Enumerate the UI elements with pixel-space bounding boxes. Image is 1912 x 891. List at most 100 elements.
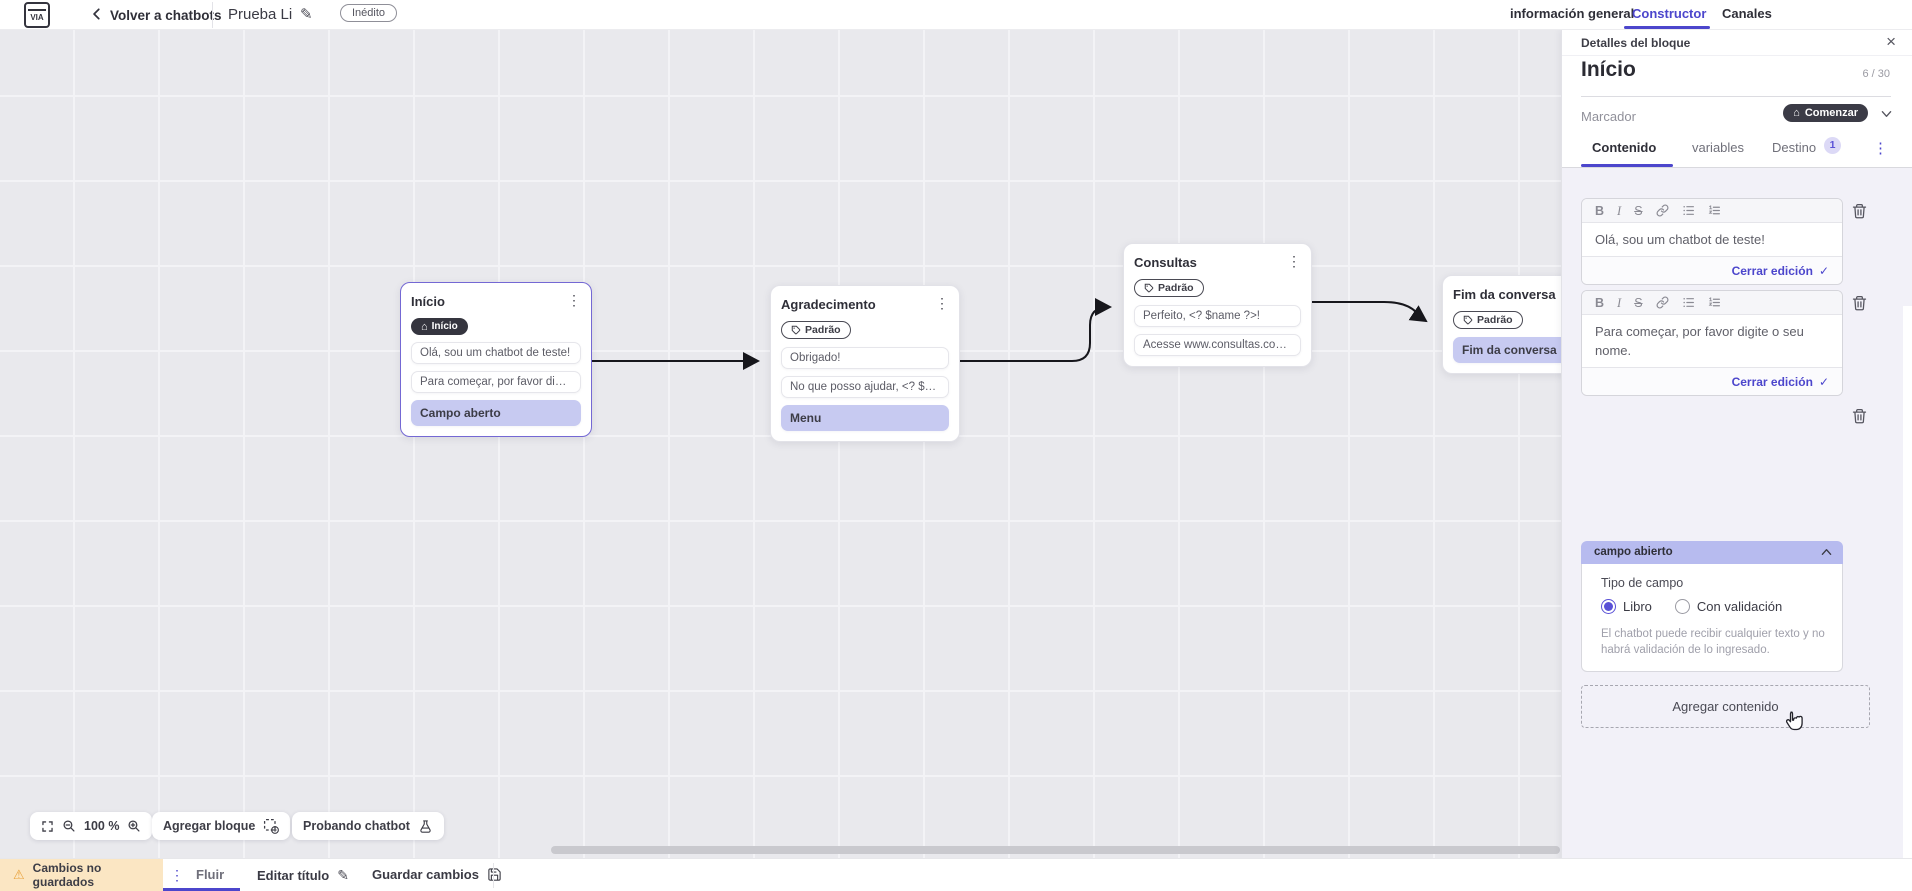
back-chevron-icon[interactable] [90,7,104,21]
message-editor-1: B I S Olá, sou um chatbot de teste! Cerr… [1581,198,1843,285]
italic-icon[interactable]: I [1617,203,1622,218]
close-edit-button[interactable]: Cerrar edición [1731,374,1813,389]
link-icon[interactable] [1656,296,1669,309]
zoom-controls: 100 % [30,812,153,840]
active-tab-underline [1624,26,1710,29]
node-badge-padrao: Padrão [1453,311,1523,329]
add-content-button[interactable]: Agregar contenido [1581,685,1870,728]
flow-tab-underline [163,888,240,891]
strikethrough-icon[interactable]: S [1634,203,1643,218]
fullscreen-icon[interactable] [41,820,54,833]
chevron-up-icon[interactable] [1821,548,1832,556]
node-badge-padrao: Padrão [1134,279,1204,297]
editor-text[interactable]: Olá, sou um chatbot de teste! [1595,232,1765,247]
panel-active-tab-underline [1581,164,1673,167]
node-item-open-field[interactable]: Campo aberto [411,400,581,426]
topbar-divider [212,2,213,28]
zoom-level: 100 % [84,819,120,833]
delete-content-icon[interactable] [1851,407,1868,425]
block-title-input[interactable]: Início [1581,58,1636,81]
bold-icon[interactable]: B [1595,295,1605,310]
editor-text[interactable]: Para começar, por favor digite o seu nom… [1595,324,1804,358]
node-title: Agradecimento [781,297,876,312]
marker-value-pill[interactable]: ⌂ Comenzar [1783,104,1868,122]
horizontal-scrollbar[interactable] [551,846,1560,854]
save-changes-button[interactable]: Guardar cambios [372,867,502,882]
node-menu-icon[interactable]: ⋮ [1287,253,1301,269]
marker-label: Marcador [1581,109,1636,124]
radio-con-validacion[interactable] [1674,599,1690,614]
close-icon[interactable]: × [1886,32,1896,51]
node-item-end-conversation[interactable]: Fim da conversa [1453,337,1561,363]
node-item-message[interactable]: Obrigado! [781,347,949,369]
flow-node-consultas[interactable]: Consultas ⋮ Padrão Perfeito, <? $name ?>… [1123,243,1312,367]
top-bar: VIA Volver a chatbots Prueba Li ✎ Inédit… [0,0,1912,30]
italic-icon[interactable]: I [1617,295,1622,310]
status-badge: Inédito [340,4,398,22]
link-icon[interactable] [1656,204,1669,217]
add-block-icon [264,818,280,834]
edge-consultas-fim [1311,301,1428,323]
radio-con-validacion-label[interactable]: Con validación [1696,599,1783,614]
bullet-list-icon[interactable] [1682,204,1695,217]
panel-tabs-border [1562,167,1912,168]
strikethrough-icon[interactable]: S [1634,295,1643,310]
bold-icon[interactable]: B [1595,203,1605,218]
edit-title-button[interactable]: Editar título ✎ [257,867,349,883]
delete-content-icon[interactable] [1851,294,1868,312]
close-edit-button[interactable]: Cerrar edición [1731,263,1813,278]
edge-agradecimento-consultas [958,298,1112,362]
editor-toolbar: B I S [1582,199,1842,223]
node-item-message[interactable]: Para começar, por favor digite o ... [411,371,581,393]
add-block-button[interactable]: Agregar bloque [152,812,291,840]
node-item-message[interactable]: Acesse www.consultas.com par... [1134,334,1301,356]
zoom-in-icon[interactable] [127,819,141,833]
flow-node-agradecimento[interactable]: Agradecimento ⋮ Padrão Obrigado! No que … [770,285,960,442]
edit-title-icon[interactable]: ✎ [300,6,313,23]
node-item-message[interactable]: Olá, sou um chatbot de teste! [411,342,581,364]
node-menu-icon[interactable]: ⋮ [935,295,949,311]
node-menu-icon[interactable]: ⋮ [567,292,581,308]
node-badge-padrao: Padrão [781,321,851,339]
tab-informacion-general[interactable]: información general [1510,6,1635,21]
unsaved-changes-chip: ⚠ Cambios no guardados [0,859,163,891]
back-to-chatbots-link[interactable]: Volver a chatbots [110,8,222,23]
panel-tab-variables[interactable]: variables [1692,140,1745,155]
open-field-body: Tipo de campo Libro Con validación El ch… [1581,564,1843,672]
tab-canales[interactable]: Canales [1722,6,1772,21]
ordered-list-icon[interactable] [1708,204,1721,217]
app-logo-icon[interactable]: VIA [24,2,50,28]
editor-toolbar: B I S [1582,291,1842,315]
flow-node-inicio[interactable]: Início ⋮ ⌂ Início Olá, sou um chatbot de… [400,282,592,437]
tab-fluir[interactable]: Fluir [196,867,225,882]
node-item-message[interactable]: Perfeito, <? $name ?>! [1134,305,1301,327]
flow-edges [592,298,1428,370]
panel-tab-contenido[interactable]: Contenido [1592,140,1657,155]
zoom-out-icon[interactable] [62,819,76,833]
open-field-header[interactable]: campo abierto [1581,541,1843,564]
panel-tabs-menu-icon[interactable]: ⋮ [1873,140,1888,157]
radio-libro-label[interactable]: Libro [1623,599,1652,614]
panel-scroll-gutter[interactable] [1903,306,1912,891]
panel-tab-destino[interactable]: Destino [1772,140,1817,155]
node-item-message[interactable]: No que posso ajudar, <? $name ... [781,376,949,398]
chevron-down-icon[interactable] [1881,110,1892,118]
bullet-list-icon[interactable] [1682,296,1695,309]
flow-node-fim-da-conversa[interactable]: Fim da conversa Padrão Fim da conversa [1442,275,1561,374]
radio-libro[interactable] [1601,599,1616,614]
delete-content-icon[interactable] [1851,202,1868,220]
app-logo-text: VIA [30,13,44,22]
panel-header: Detalles del bloque × [1562,30,1912,56]
flow-canvas[interactable]: Início ⋮ ⌂ Início Olá, sou um chatbot de… [0,30,1561,858]
flow-menu-icon[interactable]: ⋮ [170,867,184,883]
node-item-menu[interactable]: Menu [781,405,949,431]
ordered-list-icon[interactable] [1708,296,1721,309]
tag-icon [791,325,801,335]
panel-header-title: Detalles del bloque [1581,36,1691,50]
test-chatbot-button[interactable]: Probando chatbot [292,812,444,840]
message-editor-2: B I S Para começar, por favor digite o s… [1581,290,1843,396]
title-underline [1581,96,1891,97]
tab-constructor[interactable]: Constructor [1632,6,1707,21]
node-title: Início [411,294,445,309]
